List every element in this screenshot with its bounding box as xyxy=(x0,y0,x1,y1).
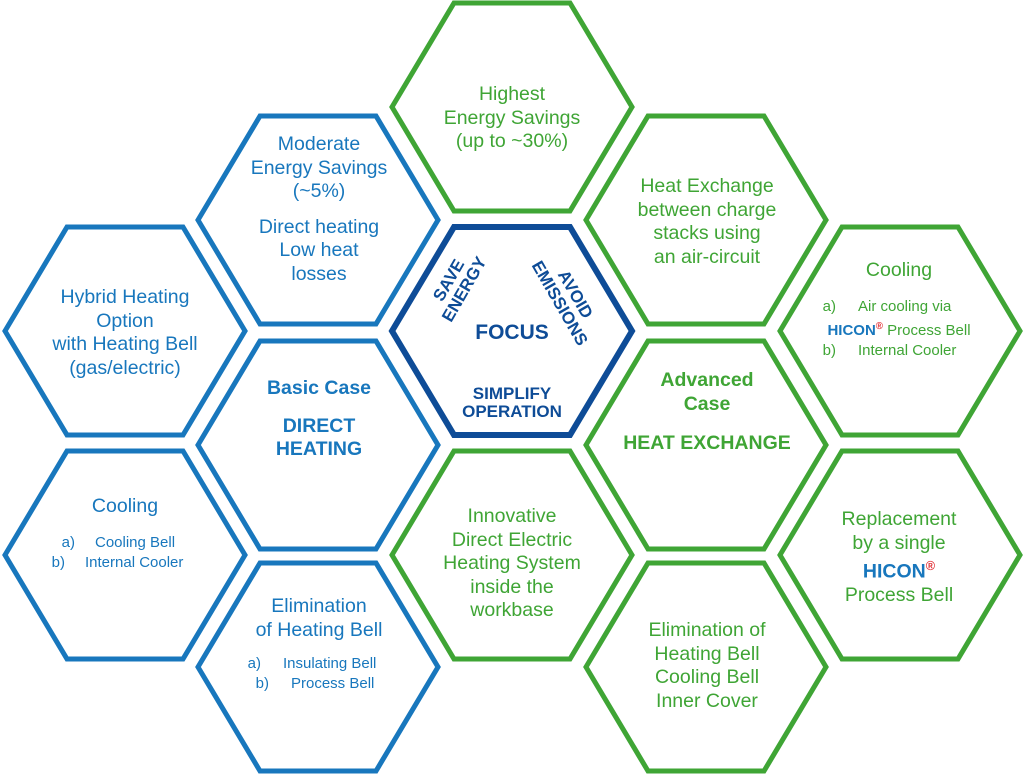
hex-text-line: with Heating Bell xyxy=(52,333,198,355)
list-key: b) xyxy=(255,675,269,692)
hex-text-line: (gas/electric) xyxy=(69,356,181,379)
hex-replacement: Replacement by a single HICON® Process B… xyxy=(777,451,1021,663)
hex-text-line: Process Bell xyxy=(844,584,954,606)
hexagon-cooling-green xyxy=(777,224,1023,438)
hex-moderate-energy-savings: Moderate Energy Savings (~5%) Direct hea… xyxy=(197,115,441,327)
hex-title-line: Elimination xyxy=(271,595,367,617)
hexagon-highest xyxy=(389,0,635,214)
list-key: a) xyxy=(61,533,75,551)
hex-text-line: Direct Electric xyxy=(451,528,573,551)
hex-title-line: of Heating Bell xyxy=(255,618,383,641)
list-key: a) xyxy=(247,655,261,672)
hex-text-line: an air-circuit xyxy=(653,245,761,268)
hex-text-line: Innovative xyxy=(467,505,557,527)
hex-title-line: Advanced xyxy=(660,369,754,391)
hex-title: Cooling xyxy=(91,495,159,517)
hex-elimination-green: Elimination of Heating Bell Cooling Bell… xyxy=(585,565,829,777)
hex-text-line: Cooling Bell xyxy=(654,666,760,688)
hex-hybrid-heating: Hybrid Heating Option with Heating Bell … xyxy=(3,225,247,437)
hex-subtitle: HEAT EXCHANGE xyxy=(623,432,791,454)
hex-advanced-case: Advanced Case HEAT EXCHANGE xyxy=(585,339,829,551)
registered-mark: ® xyxy=(925,559,936,573)
hex-text-line: Direct heating xyxy=(258,215,380,238)
hex-text-line: Replacement xyxy=(841,508,957,530)
hex-cooling-green: Cooling a) Air cooling via HICON® Proces… xyxy=(777,225,1021,437)
hex-text-line: by a single xyxy=(852,531,946,554)
hex-text-line: Moderate xyxy=(277,133,361,155)
focus-label: FOCUS xyxy=(475,321,549,344)
simplify-operation-label: SIMPLIFY OPERATION xyxy=(390,385,634,421)
hex-text-line: (~5%) xyxy=(292,180,346,202)
hex-text-line: Highest xyxy=(478,83,546,105)
hex-text-line: Energy Savings xyxy=(250,156,388,179)
hicon-brand: HICON® xyxy=(827,320,883,339)
hex-text-line: Option xyxy=(96,309,154,332)
list-item: a) Cooling Bell xyxy=(25,533,225,553)
hexagon-heat-exchange xyxy=(583,113,829,327)
save-energy-label: SAVE ENERGY xyxy=(419,237,495,333)
hex-cooling-blue: Cooling a) Cooling Bell b) Internal Cool… xyxy=(3,451,247,663)
hex-text-line: Hybrid Heating xyxy=(60,286,190,308)
hexagon-elimination-green xyxy=(583,560,829,774)
list-key: b) xyxy=(51,553,65,571)
hex-title-line: Case xyxy=(683,392,731,415)
hexagon-moderate xyxy=(195,113,441,327)
operation-word: OPERATION xyxy=(462,402,562,421)
hex-text-line: stacks using xyxy=(653,222,761,244)
hexagon-cooling-blue xyxy=(2,448,248,662)
list-item: a) Insulating Bell xyxy=(219,654,419,674)
list-value: Cooling Bell xyxy=(95,533,176,551)
hex-innovative-heating: Innovative Direct Electric Heating Syste… xyxy=(390,451,634,663)
brand-name: HICON xyxy=(827,321,876,339)
hex-text-line: Inner Cover xyxy=(656,689,758,712)
registered-mark: ® xyxy=(875,320,883,332)
list-item: b) Internal Cooler xyxy=(25,553,225,573)
list-value: Air cooling via xyxy=(858,297,952,315)
list-value: Process Bell xyxy=(887,321,971,339)
hex-title: Basic Case xyxy=(266,377,372,399)
hex-title: Cooling xyxy=(865,259,933,281)
hex-highest-energy-savings: Highest Energy Savings (up to ~30%) xyxy=(390,3,634,215)
list-item-b: b) Internal Cooler xyxy=(794,341,1004,361)
hex-text-line: Heat Exchange xyxy=(640,175,774,197)
list-value: Process Bell xyxy=(291,675,375,692)
list-key: b) xyxy=(822,341,836,359)
hexagon-elimination-blue xyxy=(195,560,441,774)
hex-basic-case: Basic Case DIRECT HEATING xyxy=(197,339,441,551)
brand-name: HICON xyxy=(862,560,926,583)
hex-elimination-blue: Elimination of Heating Bell a) Insulatin… xyxy=(197,565,441,777)
hexagon-replacement xyxy=(777,448,1023,662)
hexagon-hybrid xyxy=(2,224,248,438)
hex-text-line: between charge xyxy=(637,198,777,221)
hex-subtitle-line: DIRECT xyxy=(282,414,356,437)
list-value: Internal Cooler xyxy=(85,553,184,571)
hexagon-focus xyxy=(388,224,636,438)
hexagon-innovative xyxy=(389,448,635,662)
hex-text-line: Heating Bell xyxy=(654,642,760,665)
list-key: a) xyxy=(822,297,836,315)
hex-text-line: workbase xyxy=(470,599,554,621)
hex-text-line: inside the xyxy=(470,575,554,598)
hex-text-line: (up to ~30%) xyxy=(455,130,569,152)
hex-subtitle-line: HEATING xyxy=(275,438,363,460)
hex-text-line: Heating System xyxy=(443,552,581,574)
hexagon-advanced-case xyxy=(583,338,829,552)
list-item-a-continued: HICON® Process Bell xyxy=(794,317,1004,341)
list-item: b) Process Bell xyxy=(219,674,419,694)
hex-focus: FOCUS SAVE ENERGY AVOID EMISSIONS SIMPLI… xyxy=(390,225,634,437)
list-item-a: a) Air cooling via xyxy=(794,297,1004,317)
hex-text-line: Low heat xyxy=(279,239,359,261)
hexagon-basic-case xyxy=(195,338,441,552)
simplify-word: SIMPLIFY xyxy=(472,384,552,403)
list-value: Internal Cooler xyxy=(858,341,957,359)
hicon-brand: HICON® xyxy=(863,555,935,584)
hex-text-line: losses xyxy=(291,262,347,285)
hex-text-line: Energy Savings xyxy=(443,106,581,129)
list-value: Insulating Bell xyxy=(283,655,377,672)
hex-text-line: Elimination of xyxy=(648,619,766,641)
hex-heat-exchange-description: Heat Exchange between charge stacks usin… xyxy=(585,115,829,327)
